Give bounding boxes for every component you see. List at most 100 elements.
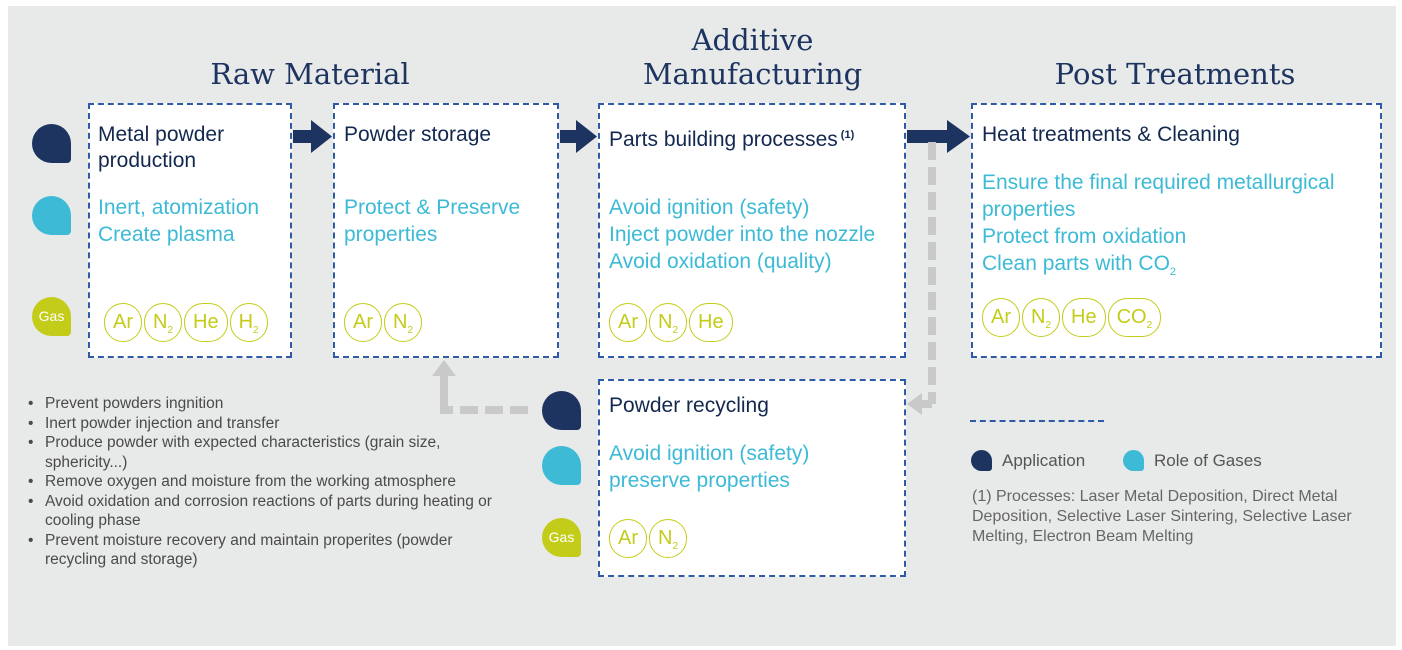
legend-role-of-gases: Role of Gases [1123, 450, 1262, 471]
pill-text: He [1071, 306, 1097, 328]
role-line: Ensure the final required metallurgical [982, 171, 1335, 194]
arrow-parts-to-recycling [907, 142, 936, 415]
arrow-storage-to-parts [560, 120, 597, 153]
list-item: Produce powder with expected characteris… [28, 433, 508, 472]
role-line: Inject powder into the nozzle [609, 223, 876, 246]
legend-dashed-line [970, 420, 1104, 422]
gas-pill-n2: N2 [144, 303, 183, 342]
role-line: properties [344, 223, 438, 246]
role-line: preserve properties [609, 469, 790, 492]
gas-pill-he: He [689, 303, 733, 342]
list-item: Avoid oxidation and corrosion reactions … [28, 492, 508, 531]
title-line: Metal powder [98, 123, 225, 146]
stage-title-post-treatments: Post Treatments [1054, 57, 1296, 91]
pill-text: Ar [618, 311, 638, 333]
role-line: Clean parts with CO2 [982, 250, 1335, 286]
arrow-raw-to-storage [293, 120, 332, 153]
role-text: Clean parts with CO [982, 252, 1170, 275]
box-title: Metal powder production [98, 122, 224, 174]
pill-subscript: 2 [167, 325, 174, 336]
pill-text: H [238, 311, 254, 333]
gas-pill-he: He [184, 303, 228, 342]
role-line: Protect from oxidation [982, 225, 1187, 248]
gas-pill-n2: N2 [649, 519, 688, 558]
box-role: Protect & Preserve properties [344, 194, 520, 248]
footnote-marker: (1) [840, 129, 855, 141]
pill-text: N [658, 311, 673, 333]
application-icon [971, 450, 992, 471]
pill-text: Ar [991, 306, 1011, 328]
gas-pill-ar: Ar [344, 303, 382, 342]
list-item: Inert powder injection and transfer [28, 414, 508, 434]
box-title: Parts building processes(1) [609, 122, 854, 153]
gas-pill-h2: H2 [229, 303, 268, 342]
box-powder-storage: Powder storage Protect & Preserve proper… [333, 103, 559, 358]
gas-icon: Gas [542, 518, 581, 557]
role-line: Avoid ignition (safety) [609, 196, 810, 219]
stage-title-raw-material: Raw Material [210, 57, 410, 91]
box-title: Powder recycling [609, 394, 769, 417]
pill-text: N [393, 311, 408, 333]
benefits-list: Prevent powders ingnition Inert powder i… [28, 394, 508, 570]
box-powder-recycling: Powder recycling Avoid ignition (safety)… [598, 379, 906, 577]
legend-application: Application [971, 450, 1085, 471]
pill-subscript: 2 [1146, 320, 1153, 331]
gas-icon: Gas [32, 297, 71, 336]
role-line: Avoid ignition (safety) [609, 442, 810, 465]
box-role: Avoid ignition (safety) Inject powder in… [609, 194, 875, 275]
stage-title-additive-line1: Additive [691, 23, 814, 57]
gas-pill-n2: N2 [649, 303, 688, 342]
gas-pills: Ar N2 He CO2 [982, 298, 1163, 337]
pill-subscript: 2 [672, 325, 679, 336]
pill-text: Ar [618, 527, 638, 549]
gas-pill-co2: CO2 [1107, 298, 1162, 337]
list-item: Prevent powders ingnition [28, 394, 508, 414]
pill-text: Ar [113, 311, 133, 333]
application-icon [542, 391, 581, 430]
role-of-gases-icon [32, 196, 71, 235]
application-icon [32, 124, 71, 163]
title-line: production [98, 149, 197, 172]
gas-pill-n2: N2 [1022, 298, 1061, 337]
pill-subscript: 2 [672, 541, 679, 552]
pill-text: N [658, 527, 673, 549]
stage-title-additive-line2: Manufacturing [642, 57, 863, 91]
box-title: Heat treatments & Cleaning [982, 123, 1240, 146]
box-heat-treatments-cleaning: Heat treatments & Cleaning Ensure the fi… [971, 103, 1382, 358]
title-text: Parts building processes [609, 128, 838, 151]
role-line: Inert, atomization [98, 196, 260, 219]
role-subscript: 2 [1169, 266, 1177, 279]
role-line: Protect & Preserve [344, 196, 521, 219]
gas-pills: Ar N2 He H2 [104, 303, 270, 342]
box-role: Inert, atomization Create plasma [98, 194, 259, 248]
box-metal-powder-production: Metal powder production Inert, atomizati… [88, 103, 292, 358]
gas-pill-n2: N2 [384, 303, 423, 342]
pill-subscript: 2 [1045, 320, 1052, 331]
arrow-parts-to-heat [907, 120, 970, 153]
stage-title-additive-manufacturing: Additive Manufacturing [600, 23, 905, 91]
role-line: properties [982, 198, 1076, 221]
pill-subscript: 2 [407, 325, 414, 336]
pill-text: N [153, 311, 168, 333]
gas-pills: Ar N2 He [609, 303, 735, 342]
gas-pill-ar: Ar [609, 303, 647, 342]
gas-pills: Ar N2 [609, 519, 689, 558]
role-of-gases-icon [1123, 450, 1144, 471]
list-item: Remove oxygen and moisture from the work… [28, 472, 508, 492]
gas-pill-he: He [1062, 298, 1106, 337]
box-title: Powder storage [344, 123, 492, 146]
list-item: Prevent moisture recovery and maintain p… [28, 531, 508, 570]
footnote: (1) Processes: Laser Metal Deposition, D… [972, 488, 1352, 545]
box-role: Ensure the final required metallurgical … [982, 169, 1335, 286]
legend-label: Role of Gases [1154, 450, 1262, 470]
legend-label: Application [1002, 450, 1086, 470]
gas-pills: Ar N2 [344, 303, 424, 342]
pill-text: He [698, 311, 724, 333]
role-line: Avoid oxidation (quality) [609, 250, 832, 273]
role-line: Create plasma [98, 223, 235, 246]
pill-text: Ar [353, 311, 373, 333]
gas-pill-ar: Ar [104, 303, 142, 342]
gas-pill-ar: Ar [982, 298, 1020, 337]
pill-text: N [1031, 306, 1046, 328]
